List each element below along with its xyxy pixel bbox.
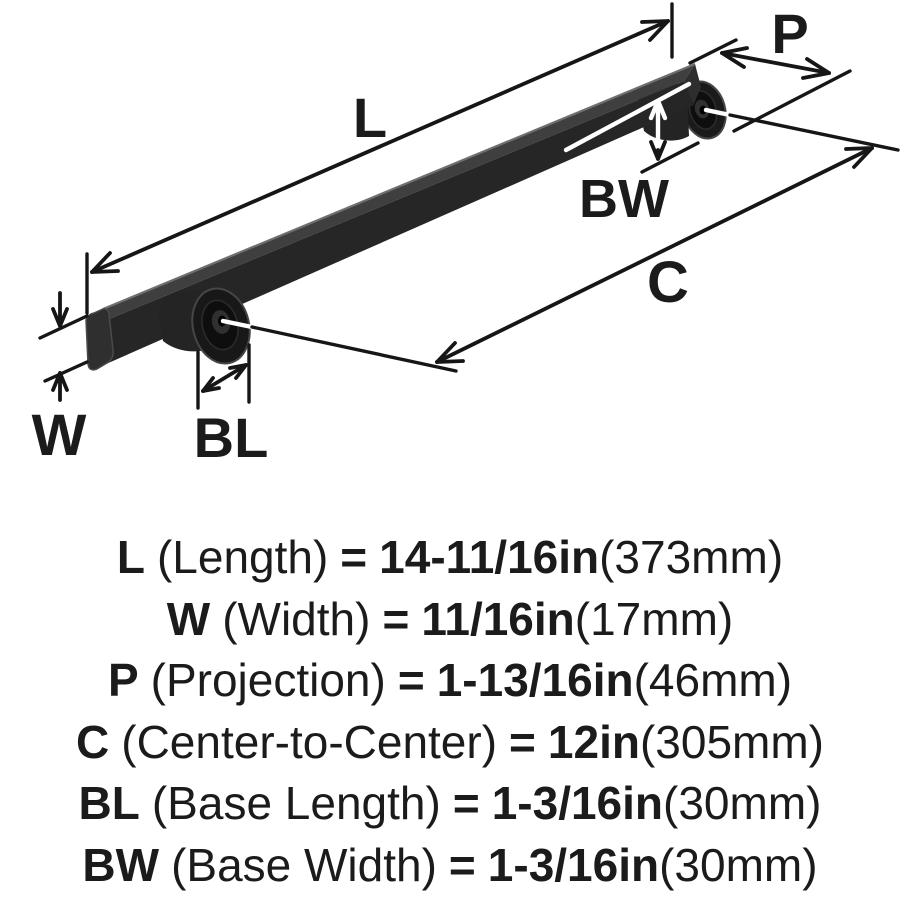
legend-metric: (46mm)	[633, 654, 793, 706]
p-arrowheads	[720, 46, 831, 80]
w-arrow-up	[51, 371, 69, 402]
dim-width: W	[32, 291, 89, 468]
c-arrowheads	[435, 146, 874, 364]
legend-equals: =	[397, 654, 425, 706]
legend-abbr: C	[76, 715, 110, 768]
right-screw-hole	[699, 105, 707, 115]
p-dim-line	[720, 51, 831, 75]
legend-row-base-length: BL(Base Length)=1-3/16in(30mm)	[0, 773, 900, 835]
bar-top-edge-highlight	[102, 62, 696, 311]
l-arrowheads	[90, 19, 670, 274]
legend-term: (Length)	[156, 531, 329, 583]
c-ext-line-right	[728, 113, 900, 152]
bar-top-face	[90, 64, 695, 327]
dimension-legend: L(Length)=14-11/16in(373mm) W(Width)=11/…	[0, 527, 900, 896]
legend-metric: (17mm)	[574, 592, 734, 645]
dim-base-width: BW	[563, 81, 700, 229]
w-arrow-down	[51, 291, 69, 328]
legend-abbr: BL	[78, 777, 140, 829]
label-base-width: BW	[579, 169, 669, 229]
legend-value: 11/16in	[421, 592, 575, 645]
left-base	[158, 287, 251, 365]
handle-dimension-diagram: L P BW C	[32, 2, 900, 469]
legend-term: (Center-to-Center)	[121, 715, 498, 768]
legend-abbr: L	[116, 531, 145, 583]
c-dim-line	[435, 146, 874, 364]
p-ext-line-back	[732, 69, 852, 133]
bw-arrow-down-black	[649, 140, 667, 161]
bw-arrow-up-white	[648, 98, 668, 153]
legend-abbr: P	[107, 654, 139, 706]
legend-metric: (30mm)	[663, 777, 822, 829]
legend-value: 12in	[547, 715, 640, 768]
legend-metric: (373mm)	[599, 531, 784, 583]
legend-equals: =	[452, 777, 480, 829]
legend-metric: (305mm)	[639, 715, 824, 768]
label-base-length: BL	[194, 406, 269, 469]
legend-term: (Base Width)	[171, 838, 437, 891]
bar-front-face	[90, 81, 694, 368]
label-length: L	[353, 86, 387, 149]
w-ext-tick-top	[38, 314, 89, 340]
bar-right-end-face	[684, 64, 701, 106]
legend-equals: =	[448, 838, 476, 891]
bar-left-end-cap	[85, 308, 114, 371]
legend-row-length: L(Length)=14-11/16in(373mm)	[0, 527, 900, 589]
legend-metric: (30mm)	[659, 838, 818, 891]
bw-ext-tick-bottom	[640, 141, 700, 174]
dim-length: L	[85, 2, 674, 315]
dim-base-length: BL	[194, 343, 269, 469]
label-projection: P	[771, 2, 808, 65]
c-ext-line-left	[250, 325, 458, 373]
w-ext-tick-bottom	[43, 360, 89, 383]
label-center-to-center: C	[647, 250, 689, 315]
legend-value: 14-11/16in	[379, 531, 600, 583]
l-dim-line	[90, 19, 670, 274]
label-width: W	[32, 403, 87, 468]
handle-bar	[85, 62, 701, 371]
legend-row-base-width: BW(Base Width)=1-3/16in(30mm)	[0, 835, 900, 897]
legend-value: 1-3/16in	[491, 777, 664, 829]
c-leader-left-white	[220, 318, 255, 330]
legend-abbr: BW	[82, 838, 160, 891]
dim-center-to-center: C	[220, 107, 900, 373]
legend-equals: =	[382, 592, 410, 645]
bw-ext-tick-top-white	[563, 81, 692, 153]
legend-term: (Projection)	[150, 654, 386, 706]
legend-row-projection: P(Projection)=1-13/16in(46mm)	[0, 650, 900, 712]
legend-row-center-to-center: C(Center-to-Center)=12in(305mm)	[0, 712, 900, 774]
bl-dim-line	[201, 363, 248, 393]
legend-equals: =	[340, 531, 368, 583]
legend-term: (Width)	[222, 592, 371, 645]
p-ext-tick-front	[688, 38, 738, 65]
legend-value: 1-3/16in	[487, 838, 660, 891]
c-leader-right-white	[703, 107, 733, 118]
legend-value: 1-13/16in	[436, 654, 634, 706]
bl-arrowheads	[201, 363, 248, 393]
legend-term: (Base Length)	[151, 777, 441, 829]
dim-projection: P	[688, 2, 852, 133]
legend-row-width: W(Width)=11/16in(17mm)	[0, 589, 900, 651]
legend-equals: =	[509, 715, 536, 768]
legend-abbr: W	[166, 592, 211, 645]
